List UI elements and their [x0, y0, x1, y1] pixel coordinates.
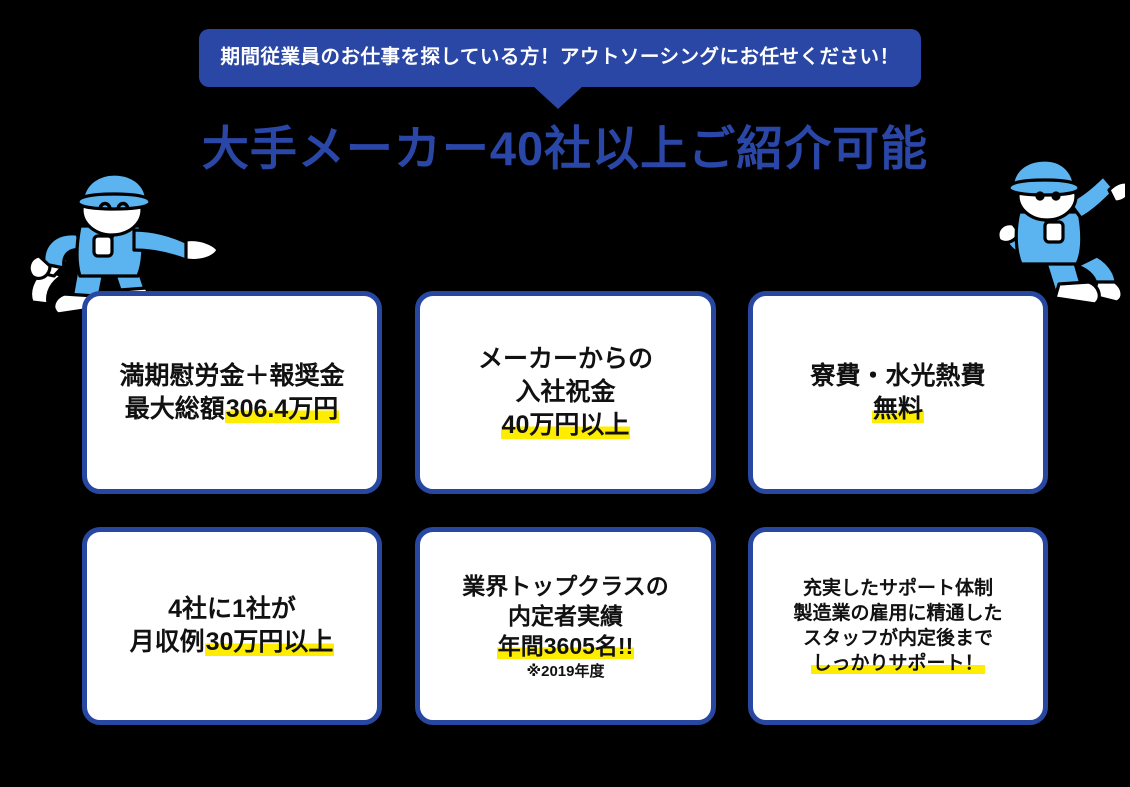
card-line: 4社に1社が — [168, 593, 296, 626]
top-banner: 期間従業員のお仕事を探している方！アウトソーシングにお任せください！ — [199, 29, 921, 87]
card-line-highlight: 無料 — [871, 394, 924, 423]
card-line-text: 満期慰労金＋報奨金 — [119, 361, 345, 390]
card-line-highlight: 40万円以上 — [500, 411, 631, 439]
card-placements: 業界トップクラスの 内定者実績 年間3605名!! ※2019年度 — [415, 527, 716, 725]
card-line: 年間3605名!! — [496, 631, 635, 661]
top-banner-text: 期間従業員のお仕事を探している方！アウトソーシングにお任せください！ — [220, 46, 900, 69]
card-line-highlight: 306.4万円 — [224, 394, 340, 423]
card-joining-bonus: メーカーからの 入社祝金 40万円以上 — [415, 291, 716, 494]
card-line-text: 業界トップクラスの — [462, 572, 669, 599]
card-line: 製造業の雇用に精通した — [793, 601, 1002, 626]
card-line-text: 寮費・水光熱費 — [810, 361, 986, 390]
card-line-prefix: 月収例 — [129, 628, 205, 656]
card-line: 入社祝金 — [515, 376, 615, 409]
card-line: メーカーからの — [478, 343, 653, 376]
card-line-highlight: しっかりサポート！ — [811, 653, 985, 675]
card-line: しっかりサポート！ — [811, 651, 985, 676]
card-bonus: 満期慰労金＋報奨金 最大総額306.4万円 — [82, 291, 382, 494]
card-line: 業界トップクラスの — [462, 571, 669, 601]
card-line: 内定者実績 — [508, 601, 623, 631]
card-footnote: ※2019年度 — [527, 662, 605, 682]
banner-tail-triangle — [533, 86, 583, 109]
card-monthly-income: 4社に1社が 月収例30万円以上 — [82, 527, 382, 725]
card-line-prefix: 最大総額 — [124, 394, 225, 423]
card-line: 充実したサポート体制 — [803, 576, 993, 601]
page-title: 大手メーカー40社以上ご紹介可能 — [201, 122, 929, 175]
worker-pointing-left-illustration — [940, 158, 1130, 315]
card-line-text: 充実したサポート体制 — [802, 577, 993, 599]
card-line-text: メーカーからの — [477, 345, 653, 373]
card-line-highlight: 30万円以上 — [204, 628, 335, 656]
card-line-text: 入社祝金 — [515, 378, 616, 406]
card-support: 充実したサポート体制 製造業の雇用に精通した スタッフが内定後まで しっかりサポ… — [748, 527, 1048, 725]
card-line: 40万円以上 — [500, 409, 631, 442]
card-line: 無料 — [871, 393, 924, 426]
card-line: 満期慰労金＋報奨金 — [119, 360, 344, 393]
card-line: 寮費・水光熱費 — [810, 360, 985, 393]
card-footnote-text: ※2019年度 — [526, 662, 605, 680]
card-line-highlight: 年間3605名!! — [496, 633, 635, 660]
card-line: 最大総額306.4万円 — [125, 393, 340, 426]
card-line: スタッフが内定後まで — [803, 626, 993, 651]
card-line-text: 内定者実績 — [508, 602, 623, 629]
card-line-text: 製造業の雇用に精通した — [793, 602, 1003, 624]
card-line-text: スタッフが内定後まで — [802, 628, 993, 649]
card-line: 月収例30万円以上 — [130, 626, 335, 659]
card-dormitory: 寮費・水光熱費 無料 — [748, 291, 1048, 494]
card-line-text: 4社に1社が — [168, 595, 296, 623]
